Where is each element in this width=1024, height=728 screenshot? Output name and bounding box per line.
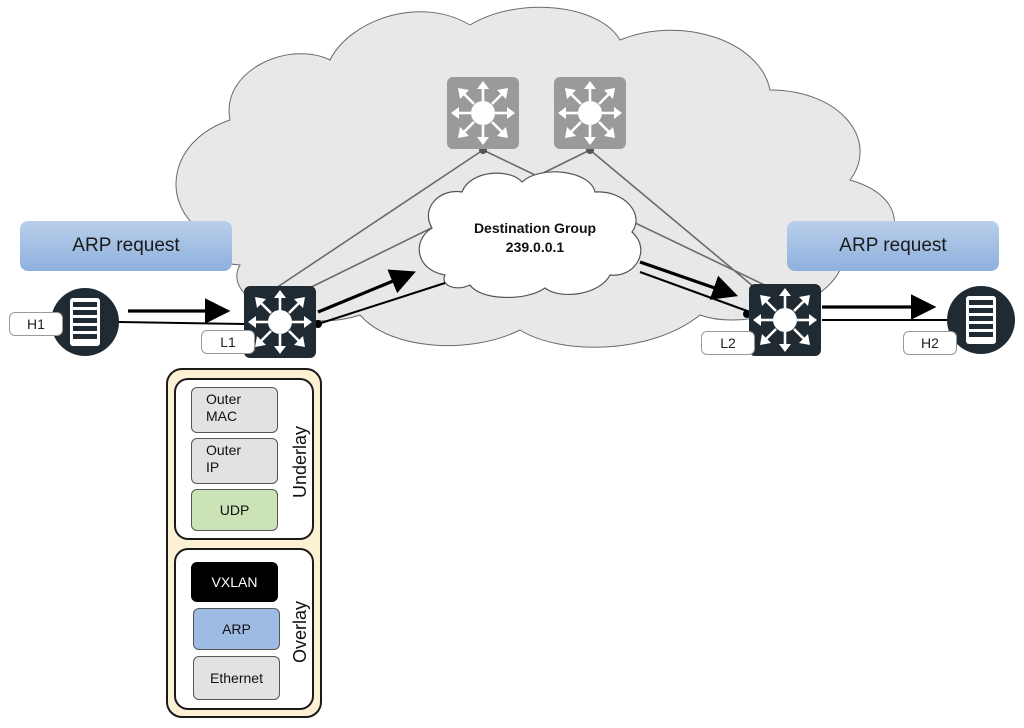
spine-switch-2 <box>554 77 626 149</box>
host-h2-server-icon <box>947 286 1015 354</box>
overlay-group: VXLAN ARP Ethernet Overlay <box>174 548 314 710</box>
outer-ip-line2: IP <box>206 459 220 475</box>
ethernet-header: Ethernet <box>193 656 280 700</box>
host-h2-label: H2 <box>903 331 957 355</box>
vxlan-packet-stack: Outer MAC Outer IP UDP Underlay VXLAN AR… <box>166 368 322 718</box>
underlay-group: Outer MAC Outer IP UDP Underlay <box>174 378 314 540</box>
arp-request-banner-right: ARP request <box>787 221 999 271</box>
destination-group-label: Destination Group 239.0.0.1 <box>445 219 625 257</box>
outer-ip-line1: Outer <box>206 442 242 458</box>
destination-group-title: Destination Group <box>473 220 597 236</box>
leaf-switch-l1 <box>244 286 316 358</box>
destination-group-cloud <box>418 171 642 298</box>
outer-mac-header: Outer MAC <box>191 387 278 433</box>
switch-l2-label: L2 <box>701 331 755 355</box>
arp-header: ARP <box>193 608 280 650</box>
host-h1-label: H1 <box>9 312 63 336</box>
outer-mac-line1: Outer <box>206 391 242 407</box>
leaf-switch-l2 <box>749 284 821 356</box>
switch-l1-label: L1 <box>201 330 255 354</box>
underlay-label: Underlay <box>290 425 310 499</box>
spine-switch-1 <box>447 77 519 149</box>
outer-mac-line2: MAC <box>206 408 238 424</box>
vxlan-header: VXLAN <box>191 562 278 602</box>
outer-ip-header: Outer IP <box>191 438 278 484</box>
destination-group-address: 239.0.0.1 <box>505 239 565 255</box>
udp-header: UDP <box>191 489 278 531</box>
overlay-label: Overlay <box>290 601 310 664</box>
traffic-arrows <box>117 260 950 325</box>
arp-request-banner-left: ARP request <box>20 221 232 271</box>
